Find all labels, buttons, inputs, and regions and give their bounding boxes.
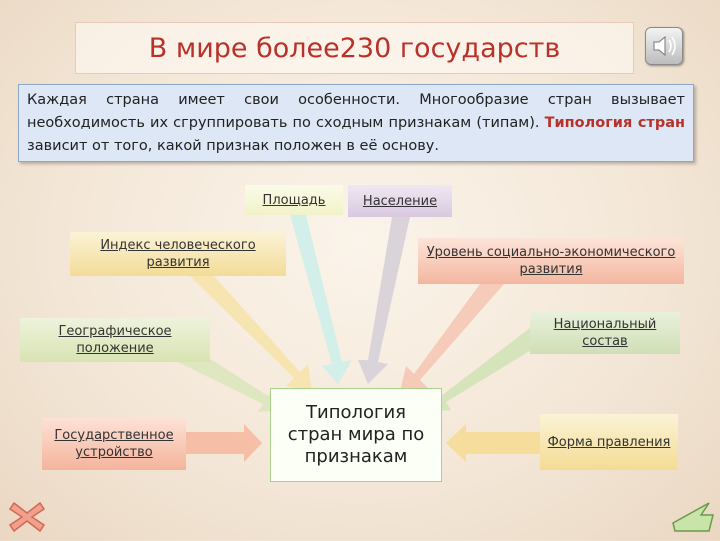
arrow-area — [290, 215, 352, 384]
speaker-icon-glyph — [653, 35, 676, 57]
back-arrow-glyph — [672, 502, 714, 532]
criterion-national-composition[interactable]: Национальный состав — [530, 312, 680, 354]
arrow-population — [358, 217, 410, 384]
intro-text: Каждая страна имеет свои особенности. Мн… — [27, 92, 685, 131]
back-arrow-icon[interactable] — [669, 497, 715, 537]
arrow-government — [186, 424, 262, 462]
criterion-government-structure[interactable]: Государственное устройство — [42, 418, 186, 470]
criterion-geographic-position[interactable]: Географическое положение — [20, 318, 210, 362]
close-x-icon[interactable] — [6, 497, 48, 537]
criterion-form-of-government[interactable]: Форма правления — [540, 414, 678, 470]
intro-text-box: Каждая страна имеет свои особенности. Мн… — [18, 84, 694, 162]
arrow-hdi — [190, 276, 312, 392]
criterion-population[interactable]: Население — [348, 185, 452, 217]
arrow-socio — [400, 284, 504, 392]
criterion-hdi[interactable]: Индекс человеческого развития — [70, 232, 286, 276]
center-typology-box: Типология стран мира по признакам — [270, 388, 442, 482]
close-x-glyph — [8, 501, 46, 533]
intro-highlight: Типология стран — [544, 115, 686, 131]
arrow-form — [446, 424, 540, 462]
intro-text-end: зависит от того, какой признак положен в… — [27, 138, 439, 154]
arrow-national — [426, 328, 538, 412]
page-title: В мире более230 государств — [148, 32, 561, 64]
criterion-area[interactable]: Площадь — [245, 185, 343, 215]
title-box: В мире более230 государств — [75, 22, 634, 74]
speaker-icon[interactable] — [645, 27, 683, 65]
criterion-socio-economic[interactable]: Уровень социально-экономического развити… — [418, 238, 684, 284]
